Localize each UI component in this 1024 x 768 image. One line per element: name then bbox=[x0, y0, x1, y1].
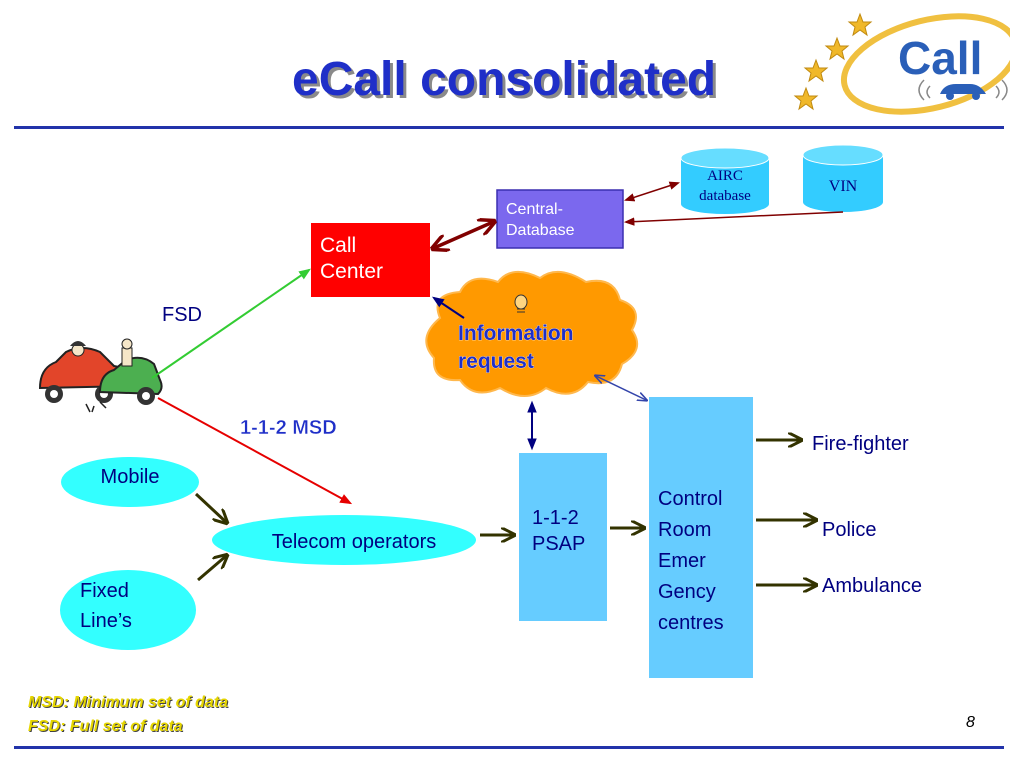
vin-label: VIN bbox=[829, 178, 858, 195]
ecall-logo: Call bbox=[793, 12, 1010, 115]
fsd-connector bbox=[151, 268, 311, 379]
page-number: 8 bbox=[966, 714, 975, 731]
car-icon bbox=[918, 79, 1008, 101]
telecom-operators-label: Telecom operators bbox=[272, 531, 437, 553]
logo-text: Call bbox=[898, 32, 982, 84]
call-center-box bbox=[311, 223, 430, 297]
centraldb-airc-connector bbox=[624, 181, 680, 202]
legend-msd: MSD: Minimum set of data bbox=[28, 694, 229, 711]
mobile-label: Mobile bbox=[101, 466, 160, 488]
central-database-box bbox=[496, 189, 624, 249]
fixed-lines-ellipse bbox=[60, 570, 196, 650]
msd-connector bbox=[157, 397, 353, 505]
legend-fsd: FSD: Full set of data bbox=[28, 718, 183, 735]
mobile-ellipse bbox=[61, 457, 199, 507]
lightbulb-icon bbox=[514, 294, 528, 313]
car-crash-icon bbox=[38, 338, 163, 413]
information-request-cloud bbox=[425, 271, 639, 397]
callcenter-centraldb-connector bbox=[434, 222, 493, 248]
telecom-operators-ellipse bbox=[212, 515, 476, 565]
bottom-rule bbox=[14, 746, 1004, 749]
control-cloud-connector bbox=[596, 376, 646, 400]
msd-edge-label: 1-1-2 MSD bbox=[240, 417, 337, 439]
fire-fighter-label: Fire-fighter bbox=[812, 433, 909, 455]
psap-box bbox=[519, 453, 607, 621]
slide-title: eCall consolidated bbox=[292, 53, 717, 106]
police-label: Police bbox=[822, 519, 876, 541]
airc-database-cylinder bbox=[680, 147, 770, 214]
control-room-box bbox=[649, 397, 753, 678]
top-rule bbox=[14, 126, 1004, 129]
cloud-callcenter-connector bbox=[432, 296, 465, 319]
vin-cylinder bbox=[802, 144, 884, 212]
mobile-telecom-connector bbox=[194, 492, 226, 522]
star-icon bbox=[793, 12, 873, 111]
ambulance-label: Ambulance bbox=[822, 575, 922, 597]
fsd-edge-label: FSD bbox=[162, 304, 202, 326]
central-database-label: Central-Database bbox=[506, 201, 575, 239]
fixed-telecom-connector bbox=[197, 556, 226, 582]
vin-centraldb-connector bbox=[623, 211, 844, 226]
